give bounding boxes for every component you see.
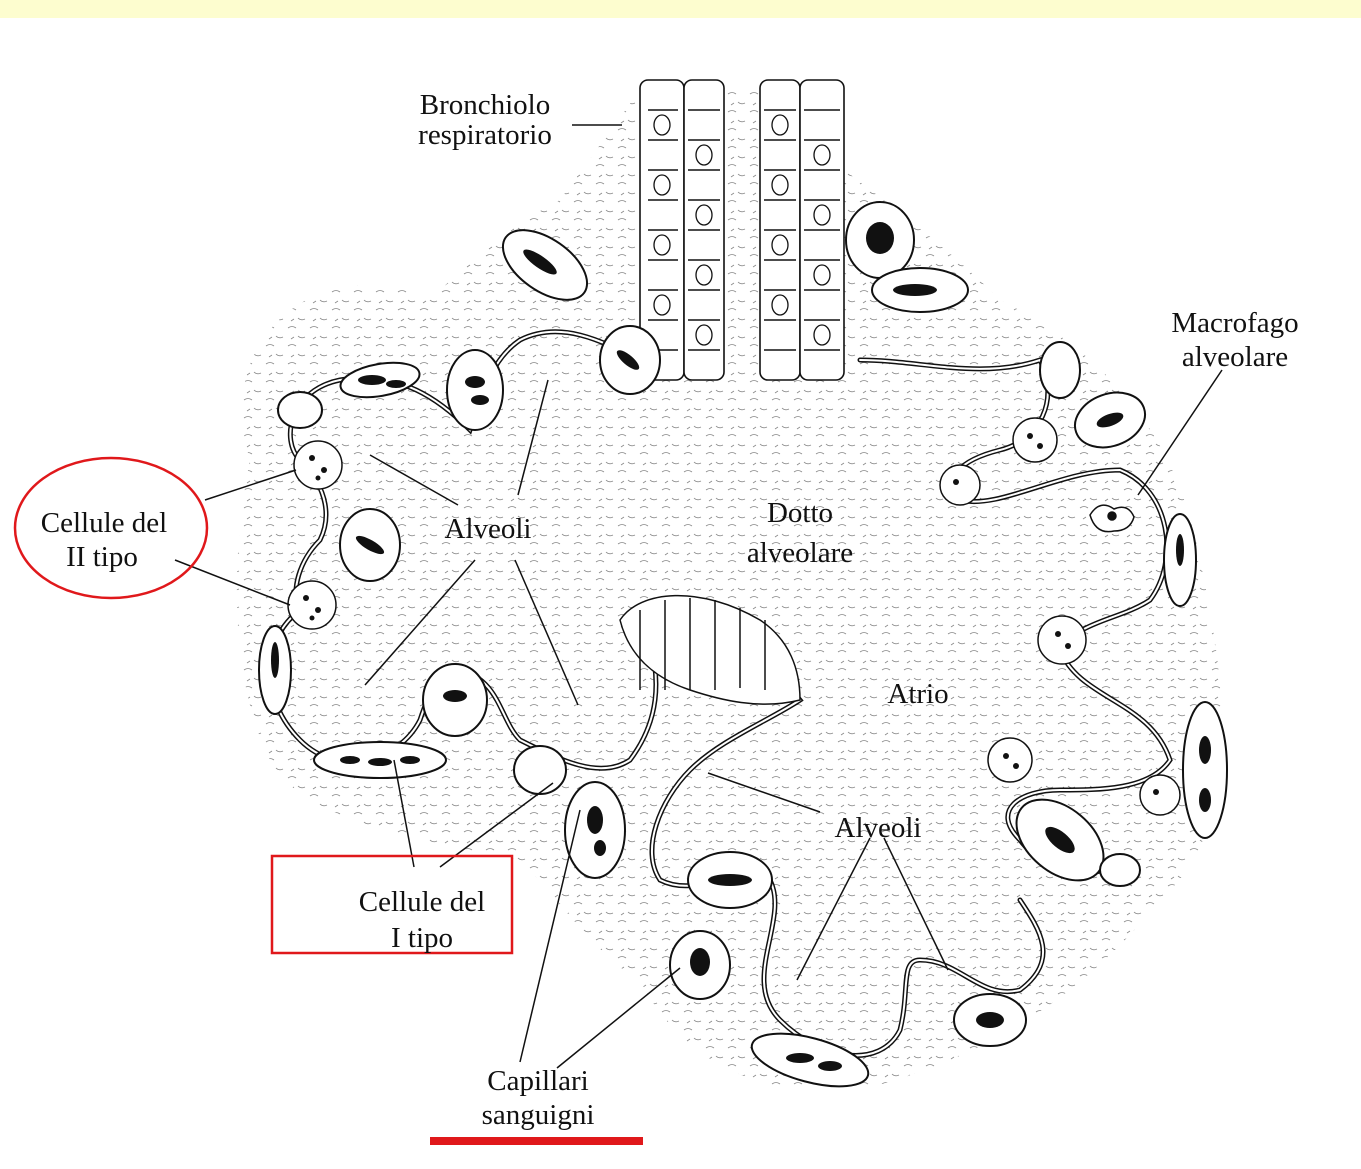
- label-cellule-ii-line2: II tipo: [66, 541, 138, 573]
- label-cellule-ii-line1: Cellule del: [41, 507, 167, 539]
- label-cellule-i-line1: Cellule del: [359, 886, 485, 918]
- label-capillari-line2: sanguigni: [482, 1099, 595, 1131]
- connective-tissue: [237, 90, 1222, 1092]
- label-alveoli-left: Alveoli: [445, 513, 532, 545]
- label-dotto-line2: alveolare: [747, 537, 853, 569]
- capillari-underline: [430, 1137, 643, 1145]
- label-macrofago-line2: alveolare: [1182, 341, 1288, 373]
- label-bronchiolo-line2: respiratorio: [418, 119, 552, 151]
- label-bronchiolo-line1: Bronchiolo: [420, 89, 551, 121]
- label-capillari-line1: Capillari: [487, 1065, 588, 1097]
- alveolar-macrophage: [1090, 505, 1134, 532]
- label-dotto-line1: Dotto: [767, 497, 833, 529]
- label-alveoli-right: Alveoli: [835, 812, 922, 844]
- label-cellule-i-line2: I tipo: [391, 922, 453, 954]
- label-macrofago-line1: Macrofago: [1171, 307, 1298, 339]
- label-atrio: Atrio: [887, 678, 948, 710]
